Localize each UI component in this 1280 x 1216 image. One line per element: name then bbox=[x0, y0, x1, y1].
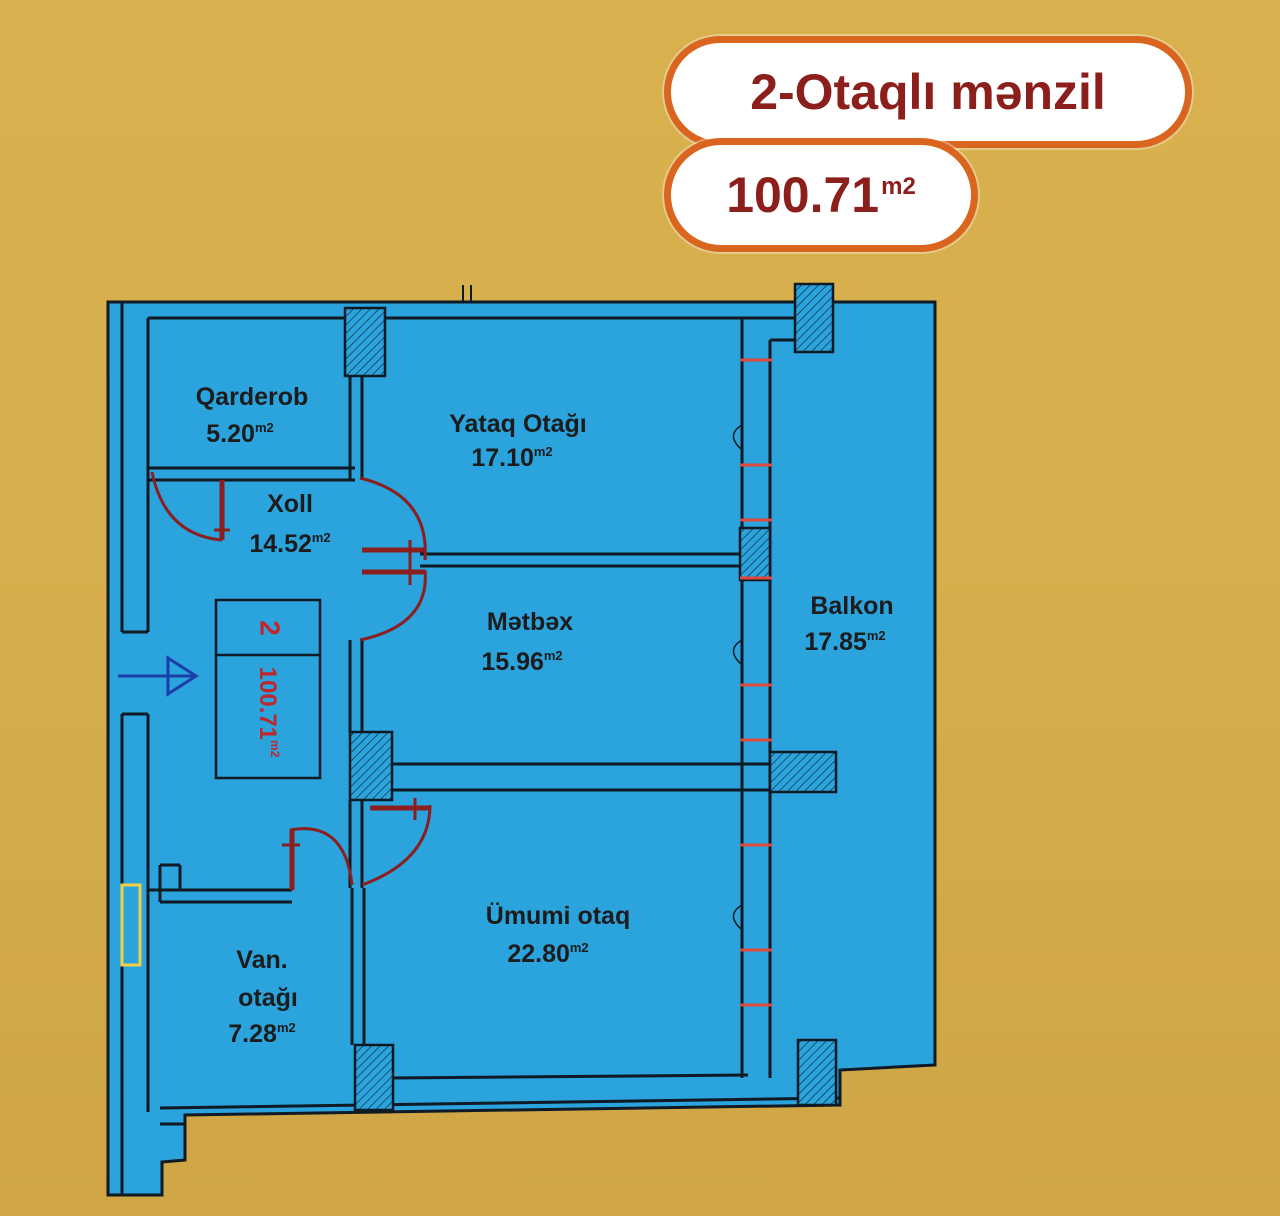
living-room-door bbox=[361, 804, 432, 887]
vent-mark bbox=[462, 285, 472, 302]
window-sashes bbox=[732, 424, 743, 931]
xoll-label: Xoll bbox=[267, 490, 313, 518]
plan-marker-box bbox=[214, 598, 322, 780]
kitchen-door bbox=[359, 569, 427, 642]
yataq-area: 17.10m2 bbox=[471, 444, 552, 472]
vanna-area: 7.28m2 bbox=[228, 1020, 295, 1048]
xoll-area: 14.52m2 bbox=[249, 530, 330, 558]
meter-box bbox=[120, 883, 142, 967]
qarderob-door bbox=[150, 471, 223, 542]
bathroom-door bbox=[289, 827, 354, 886]
qarderob-label: Qarderob bbox=[196, 383, 309, 411]
apartment-type-title: 2-Otaqlı mənzil bbox=[750, 64, 1106, 120]
total-area-unit: m2 bbox=[881, 173, 916, 200]
umumi-label: Ümumi otaq bbox=[486, 901, 630, 930]
plan-marker-rooms: 2 bbox=[255, 620, 286, 636]
doors bbox=[150, 471, 432, 890]
vanna-label-line1: Van. bbox=[236, 946, 287, 974]
vanna-label-line2: otağı bbox=[238, 984, 298, 1012]
metbex-area: 15.96m2 bbox=[481, 648, 562, 676]
umumi-area: 22.80m2 bbox=[507, 940, 588, 968]
window-markers bbox=[740, 358, 772, 1007]
columns bbox=[343, 282, 838, 1112]
bedroom-door bbox=[359, 476, 427, 561]
total-area-value: 100.71 bbox=[726, 167, 880, 223]
balkon-label: Balkon bbox=[810, 592, 893, 620]
yataq-label: Yataq Otağı bbox=[449, 410, 587, 438]
plan-marker-area: 100.71m2 bbox=[254, 667, 282, 758]
qarderob-area: 5.20m2 bbox=[206, 420, 273, 448]
metbex-label: Mətbəx bbox=[487, 608, 573, 636]
entrance-arrow-icon bbox=[118, 655, 199, 697]
apartment-type-badge: 2-Otaqlı mənzil bbox=[664, 36, 1192, 148]
balkon-area: 17.85m2 bbox=[804, 628, 885, 656]
plan-floor bbox=[106, 300, 937, 1197]
